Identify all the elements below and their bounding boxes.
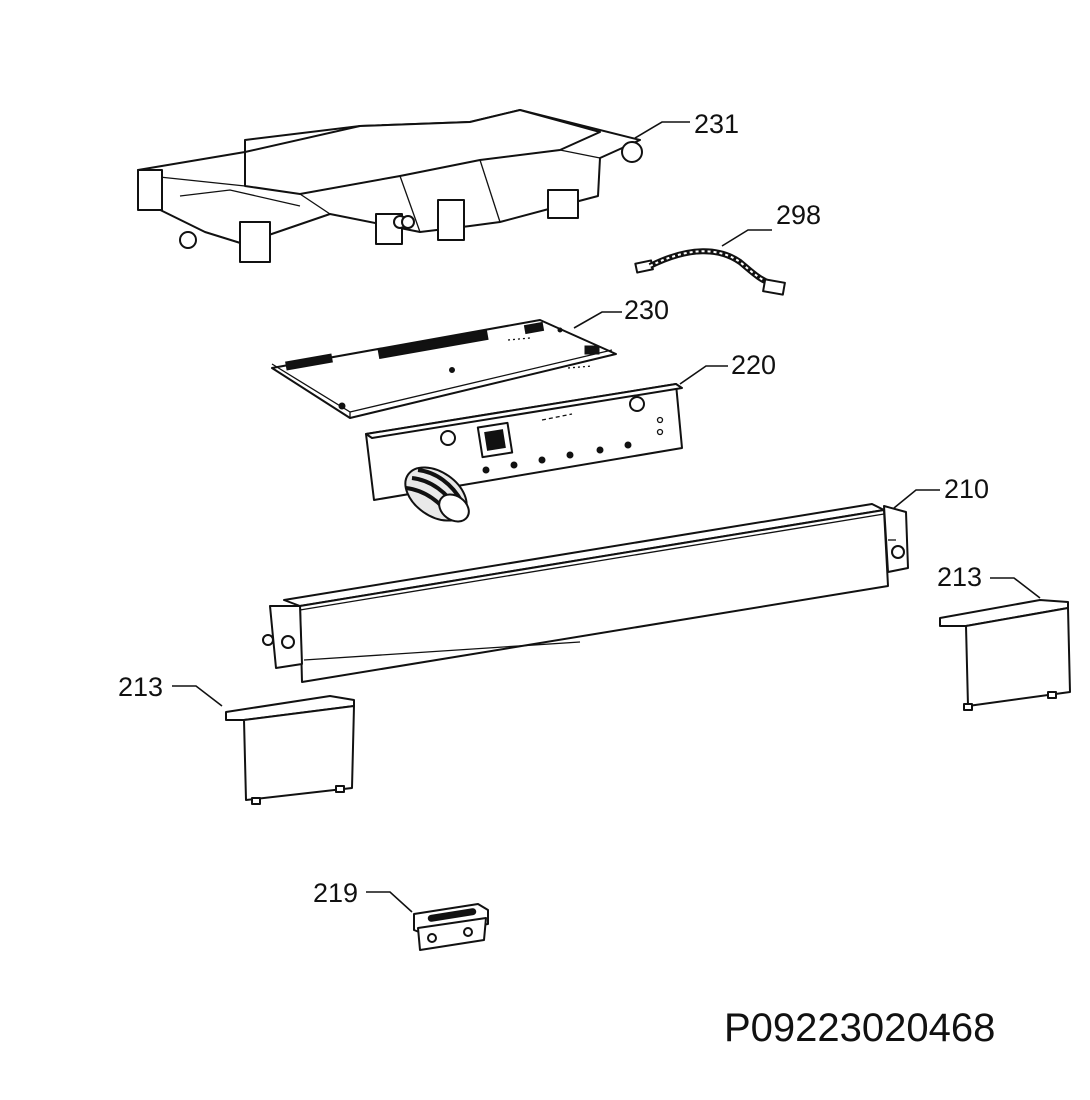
part-label-213-left: 213 bbox=[118, 672, 164, 702]
part-298-wire-harness[interactable] bbox=[634, 248, 786, 296]
leader-213-right bbox=[990, 577, 1041, 599]
leader-219 bbox=[366, 891, 413, 913]
part-220-control-panel[interactable] bbox=[365, 383, 683, 532]
leader-231 bbox=[634, 121, 690, 139]
part-219-clip[interactable] bbox=[413, 903, 489, 951]
leader-210 bbox=[893, 489, 940, 509]
part-label-210: 210 bbox=[944, 474, 990, 504]
part-label-231: 231 bbox=[694, 109, 740, 139]
part-label-220: 220 bbox=[731, 350, 777, 380]
leader-213-left bbox=[172, 685, 223, 707]
part-label-219: 219 bbox=[313, 878, 359, 908]
document-code: P09223020468 bbox=[724, 1006, 996, 1050]
part-230-circuit-board[interactable] bbox=[271, 319, 617, 419]
part-213-end-cap-left[interactable] bbox=[225, 695, 355, 805]
part-210-front-housing[interactable] bbox=[262, 503, 909, 683]
part-label-230: 230 bbox=[624, 295, 670, 325]
leader-220 bbox=[679, 365, 728, 385]
part-label-298: 298 bbox=[776, 200, 822, 230]
leader-230 bbox=[573, 311, 622, 329]
part-label-213-right: 213 bbox=[937, 562, 983, 592]
leader-298 bbox=[721, 229, 772, 247]
part-231-bracket[interactable] bbox=[137, 109, 643, 263]
part-213-end-cap-right[interactable] bbox=[939, 599, 1071, 711]
